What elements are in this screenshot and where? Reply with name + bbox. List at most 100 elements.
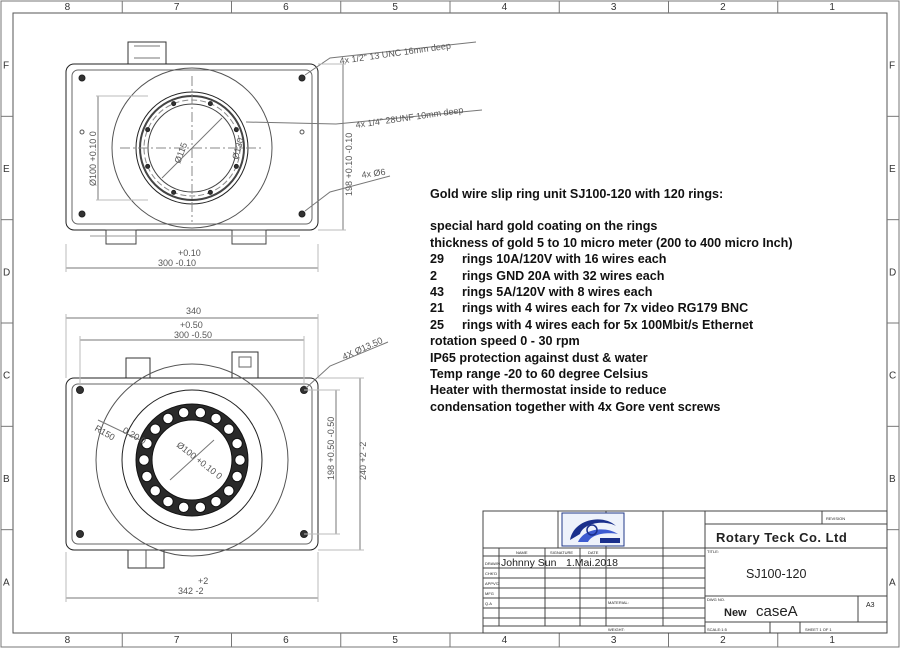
terminal-hole [162,412,174,425]
zone-column-label: 8 [65,635,71,646]
tb-dwg-label: DWG NO. [707,597,725,602]
tb-title-label: TITLE: [707,549,719,554]
mount-hole-mr [299,129,305,135]
tb-date: 1.Mai.2018 [566,557,618,569]
leader-front-hole [305,341,389,389]
terminal-hole [234,454,246,466]
flange-bolt-hole [207,101,213,107]
zone-row-label: E [889,164,896,175]
terminal-hole [231,437,243,450]
notes-line-text: special hard gold coating on the rings [430,219,658,234]
leader-hole [304,175,391,212]
notes-line-text: rings with 4 wires each for 7x video RG1… [462,301,749,316]
terminal-hole [138,454,150,466]
flange-bolt-hole [233,127,239,133]
flange-bolt-hole [171,189,177,195]
terminal-hole [141,470,153,483]
terminal-hole [194,407,207,419]
dim-left-text: Ø100 +0.10 0 [88,131,98,186]
zone-column-label: 7 [174,2,180,13]
dim-overall-text: 340 [186,306,201,316]
company-logo [561,512,625,547]
zone-column-label: 2 [720,635,726,646]
front-view-outer-ring [95,363,289,557]
title-block-frame [482,510,888,634]
zone-column-label: 7 [174,635,180,646]
terminal-hole [162,495,174,508]
zone-column-label: 1 [829,635,835,646]
notes-line: IP65 protection against dust & water [430,350,870,366]
notes-line-text: rings GND 20A with 32 wires each [462,268,665,283]
front-hole-bl [76,530,84,538]
top-view-tab-right [231,229,267,245]
top-view-tab-left [105,229,137,245]
zone-column-label: 8 [65,2,71,13]
terminal-hole [210,495,222,508]
dim-top-text: 300 -0.50 [174,330,212,340]
dim-bottom-front-tol: +2 [198,576,208,586]
notes-line-text: thickness of gold 5 to 10 micro meter (2… [430,235,793,250]
front-view-flange [121,389,263,531]
zone-column-label: 3 [611,635,617,646]
zone-row-label: B [889,474,896,485]
top-view-connector [127,41,167,65]
top-view-bolts [145,101,239,195]
zone-column-label: 5 [392,635,398,646]
zone-column-label: 6 [283,2,289,13]
tb-row-label: CHK'D [485,571,497,576]
notes-line-text: rings 5A/120V with 8 wires each [462,285,653,300]
notes-line: 21 rings with 4 wires each for 7x video R… [430,300,870,316]
front-hole-tl [76,386,84,394]
mount-hole-br [298,210,306,218]
zone-row-label: C [3,371,10,382]
top-view-housing [65,63,319,231]
notes-line: Heater with thermostat inside to reduce [430,382,870,398]
zone-row-label: B [3,474,10,485]
leader-thread-1 [304,41,477,76]
notes-line-text: IP65 protection against dust & water [430,350,648,365]
front-view-terminals [138,407,246,513]
leader-bore [169,439,215,481]
specification-notes: Gold wire slip ring unit SJ100-120 with … [430,186,870,415]
notes-line-text: rotation speed 0 - 30 rpm [430,334,580,349]
title-block-text: NAME SIGNATURE DATE DRAWN Johnny Sun 1.M… [485,516,875,632]
top-view-housing-inner [71,69,313,225]
terminal-hole [141,437,153,450]
notes-line-text: condensation together with 4x Gore vent … [430,399,721,414]
notes-line: condensation together with 4x Gore vent … [430,399,870,415]
notes-line: Temp range -20 to 60 degree Celsius [430,366,870,382]
terminal-hole [149,485,161,497]
terminal-hole [231,470,243,483]
tb-drawn-by: Johnny Sun [501,557,557,569]
tb-dwg-name: caseA [756,603,798,620]
tb-weight-label: WEIGHT: [608,627,625,632]
tb-size: A3 [866,602,875,609]
dim-bottom-text: 300 -0.10 [158,258,196,268]
zone-column-label: 5 [392,2,398,13]
notes-line-count: 21 [430,301,445,316]
zone-column-label: 4 [502,635,508,646]
dim-bottom-tol: +0.10 [178,248,201,258]
zone-column-label: 6 [283,635,289,646]
notes-line: rotation speed 0 - 30 rpm [430,333,870,349]
terminal-hole [194,501,207,513]
zone-row-label: F [889,61,895,72]
notes-line-count: 29 [430,252,445,267]
tb-company: Rotary Teck Co. Ltd [716,530,847,545]
front-view-housing [65,377,319,551]
dim-line-diameter [161,117,223,179]
zone-row-label: A [3,577,10,588]
tb-sheet-label: SHEET 1 OF 1 [805,627,832,632]
tb-row-label: APPV'D [485,581,499,586]
dim-bottom-front-text: 342 -2 [178,586,204,596]
zone-row-label: E [3,164,10,175]
flange-bolt-hole [233,163,239,169]
zone-column-label: 2 [720,2,726,13]
zone-column-label: 4 [502,2,508,13]
zone-column-label: 1 [829,2,835,13]
